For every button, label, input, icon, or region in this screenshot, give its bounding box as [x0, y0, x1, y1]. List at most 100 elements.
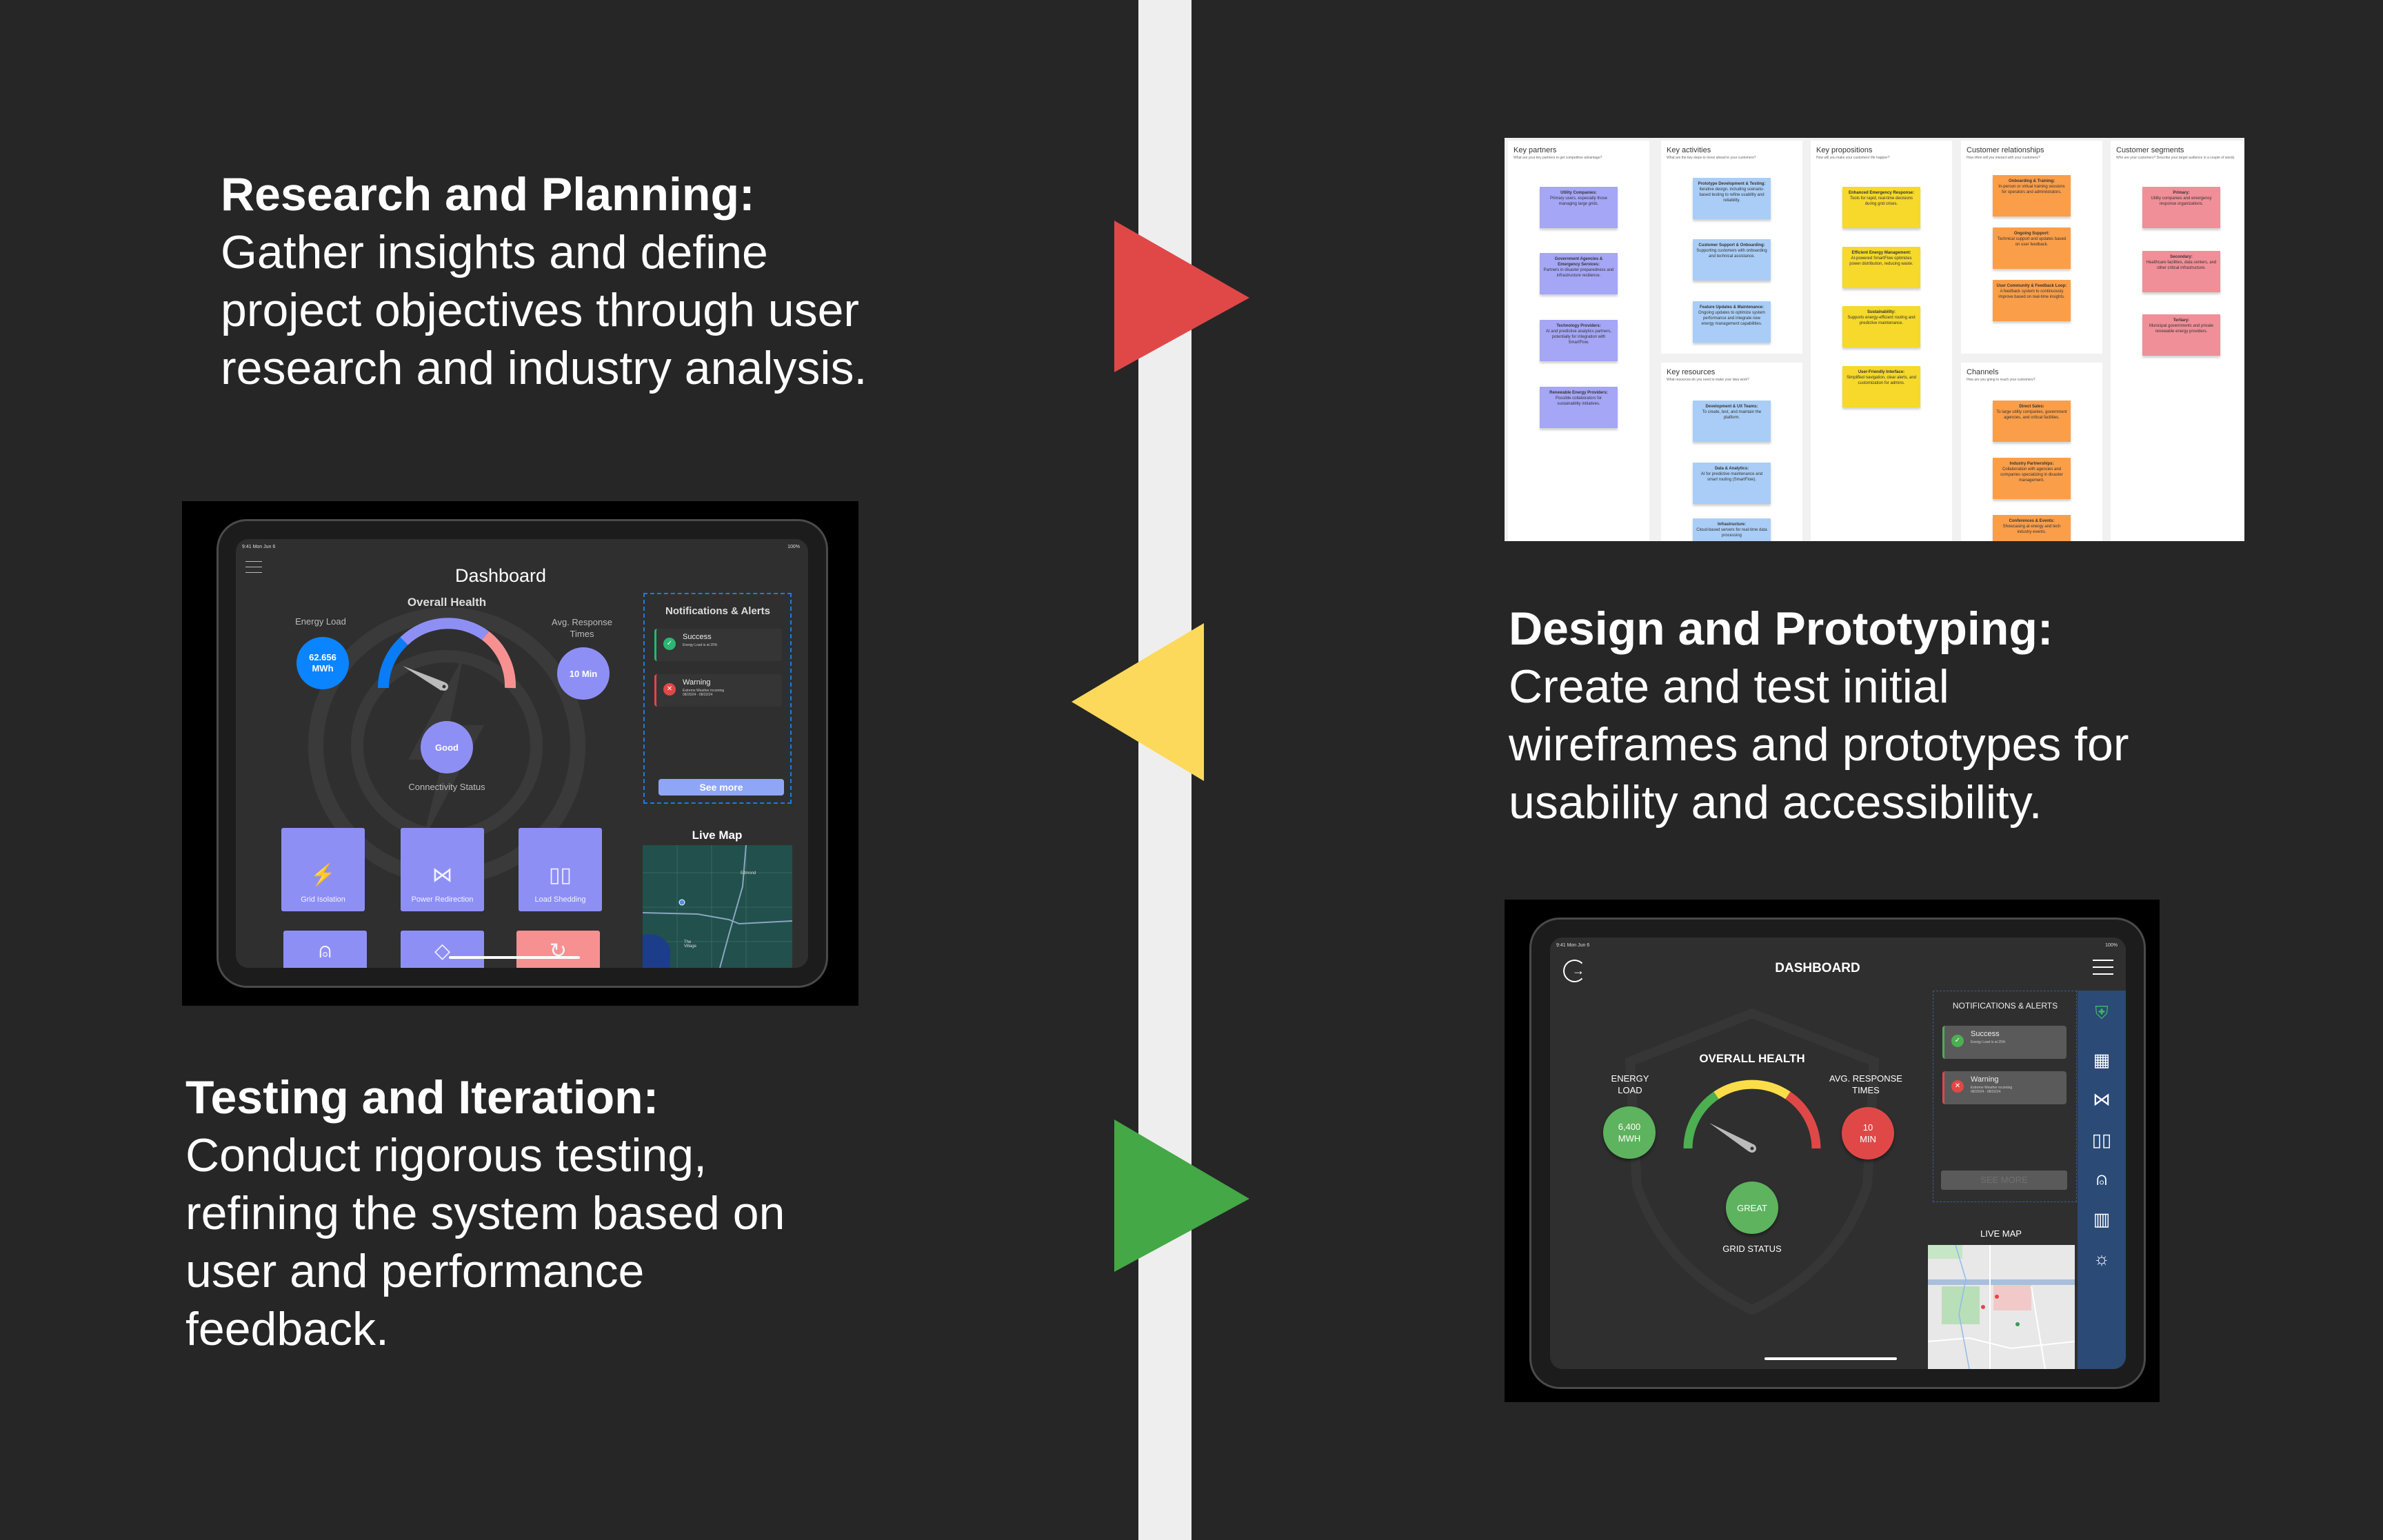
note-body: Supporting customers with onboarding and…	[1696, 249, 1767, 259]
tile-label: Power Redirection	[411, 895, 474, 904]
map-label: The Village	[684, 940, 696, 949]
section-title: Customer relationships	[1967, 146, 2044, 154]
check-circle-icon: ✓	[663, 638, 676, 650]
sticky-note[interactable]: Conferences & Events:Showcasing at energ…	[1993, 515, 2071, 541]
page-title: Dashboard	[454, 565, 547, 586]
see-more-button[interactable]: See more	[658, 779, 784, 796]
brightness-icon[interactable]: ☼	[2093, 1248, 2110, 1269]
hamburger-menu-icon[interactable]	[2093, 960, 2113, 975]
load-shedding-icon[interactable]: ▯▯	[2091, 1129, 2112, 1151]
sticky-note[interactable]: Primary:Utility companies and emergency …	[2142, 187, 2220, 228]
label-line: LOAD	[1618, 1085, 1642, 1095]
section-question: Who are your customers? Describe your ta…	[2116, 156, 2235, 160]
success-notification[interactable]: ✓ Success Energy Load is at 25%	[1942, 1026, 2067, 1059]
status-battery: 100%	[787, 545, 800, 549]
note-body: Cloud-based servers for real-time data p…	[1696, 528, 1767, 538]
note-heading: User Community & Feedback Loop:	[1996, 284, 2067, 288]
note-heading: Efficient Energy Management:	[1851, 251, 1911, 255]
share-nodes-icon[interactable]: ⋈	[2093, 1088, 2111, 1110]
sticky-note[interactable]: Secondary:Healthcare facilities, data ce…	[2142, 251, 2220, 292]
sticky-note[interactable]: Direct Sales:To large utility companies,…	[1993, 401, 2071, 442]
note-heading: Customer Support & Onboarding:	[1698, 243, 1765, 247]
label-line: Avg. Response	[552, 617, 612, 627]
shield-logo-icon[interactable]: ⛨	[2095, 1002, 2109, 1023]
note-body: Simplified navigation, clear alerts, and…	[1846, 376, 1917, 385]
shield-watermark	[1625, 1008, 1880, 1315]
load-shedding-button[interactable]: ▯▯Load Shedding	[519, 828, 602, 911]
note-body: Possible collaborators for sustainabilit…	[1555, 396, 1602, 406]
sticky-note[interactable]: Utility Companies:Primary users, especia…	[1540, 187, 1618, 228]
sticky-note[interactable]: Customer Support & Onboarding: Supporting…	[1693, 239, 1771, 281]
sticky-note[interactable]: Prototype Development & Testing:Iterativ…	[1693, 178, 1771, 219]
sidebar	[2078, 991, 2126, 1369]
logout-icon[interactable]: →	[1563, 960, 1586, 982]
overall-health-title: OVERALL HEALTH	[1699, 1052, 1805, 1065]
step-title: Research and Planning:	[221, 168, 755, 221]
energy-value: 6,400	[1618, 1122, 1641, 1132]
note-heading: Feature Updates & Maintenance:	[1699, 305, 1764, 310]
note-body: AI for predictive maintenance and smart …	[1700, 472, 1763, 482]
dashboard-grid-icon[interactable]: ▦	[2093, 1049, 2111, 1071]
sticky-note[interactable]: Sustainability:Supports energy-efficient…	[1842, 306, 1920, 347]
power-redirection-button[interactable]: ⋈Power Redirection	[401, 828, 484, 911]
alarm-tile[interactable]: ⍝	[283, 931, 367, 968]
sticky-note[interactable]: Industry Partnerships:Collaboration with…	[1993, 458, 2071, 499]
reset-tile[interactable]: ↻	[516, 931, 600, 968]
grid-isolation-button[interactable]: ⚡Grid Isolation	[281, 828, 365, 911]
alarm-siren-icon[interactable]: ⍝	[2096, 1168, 2107, 1189]
live-map[interactable]	[1928, 1245, 2075, 1369]
green-arrow-right	[1114, 1119, 1249, 1272]
health-gauge	[1683, 1080, 1821, 1153]
transformer-icon[interactable]: ▥	[2093, 1208, 2111, 1230]
note-heading: Technology Providers:	[1556, 324, 1601, 328]
success-notification[interactable]: ✓ Success Energy Load is at 25%	[654, 629, 782, 661]
sticky-note[interactable]: Onboarding & Training:In-person or virtu…	[1993, 175, 2071, 216]
alarm-siren-icon: ⍝	[319, 940, 332, 962]
sticky-note[interactable]: Tertiary:Municipal governments and priva…	[2142, 314, 2220, 356]
sub-line: Extreme Weather incoming	[1971, 1086, 2013, 1090]
sticky-note[interactable]: Feature Updates & Maintenance:Ongoing up…	[1693, 301, 1771, 343]
hamburger-menu-icon[interactable]	[245, 561, 262, 573]
notifications-panel: NOTIFICATIONS & ALERTS ✓ Success Energy …	[1933, 991, 2077, 1202]
sticky-note[interactable]: User Community & Feedback Loop:A feedbac…	[1993, 280, 2071, 321]
notification-title: Success	[683, 633, 712, 641]
sticky-note[interactable]: Renewable Energy Providers:Possible coll…	[1540, 387, 1618, 428]
see-more-button[interactable]: SEE MORE	[1941, 1171, 2067, 1190]
notifications-panel: Notifications & Alerts ✓ Success Energy …	[643, 593, 792, 804]
sticky-note[interactable]: Development & UX Teams:To create, test, …	[1693, 401, 1771, 442]
note-heading: Direct Sales:	[2019, 405, 2044, 409]
diamond-route-icon: ◇	[434, 940, 451, 962]
sticky-note[interactable]: Government Agencies & Emergency Services…	[1540, 253, 1618, 294]
energy-unit: MWh	[312, 663, 334, 673]
sticky-note[interactable]: Ongoing Support:Technical support and up…	[1993, 227, 2071, 269]
live-map[interactable]: Edmond The Village	[643, 845, 792, 968]
note-body: AI and predictive analytics partners, po…	[1545, 330, 1612, 345]
reroute-tile[interactable]: ◇	[401, 931, 484, 968]
refresh-icon: ↻	[549, 940, 567, 962]
sticky-note[interactable]: Enhanced Emergency Response:Tools for ra…	[1842, 187, 1920, 228]
sticky-note[interactable]: Infrastructure:Cloud-based servers for r…	[1693, 518, 1771, 541]
sticky-note[interactable]: User-Friendly Interface:Simplified navig…	[1842, 366, 1920, 407]
section-title: Key propositions	[1816, 146, 1873, 154]
note-body: Primary users, especially those managing…	[1549, 196, 1608, 206]
gauge-needle	[1709, 1123, 1755, 1152]
note-body: Iterative design, including scenario-bas…	[1699, 188, 1764, 203]
note-heading: Sustainability:	[1867, 310, 1896, 314]
note-heading: Renewable Energy Providers:	[1549, 391, 1608, 395]
notifications-title: Notifications & Alerts	[665, 605, 770, 617]
sticky-note[interactable]: Data & Analytics:AI for predictive maint…	[1693, 463, 1771, 504]
response-value: 10	[1862, 1122, 1873, 1133]
sticky-note[interactable]: Efficient Energy Management:AI-powered S…	[1842, 247, 1920, 288]
notification-title: Warning	[1971, 1075, 1999, 1084]
sticky-note[interactable]: Technology Providers: AI and predictive a…	[1540, 320, 1618, 361]
